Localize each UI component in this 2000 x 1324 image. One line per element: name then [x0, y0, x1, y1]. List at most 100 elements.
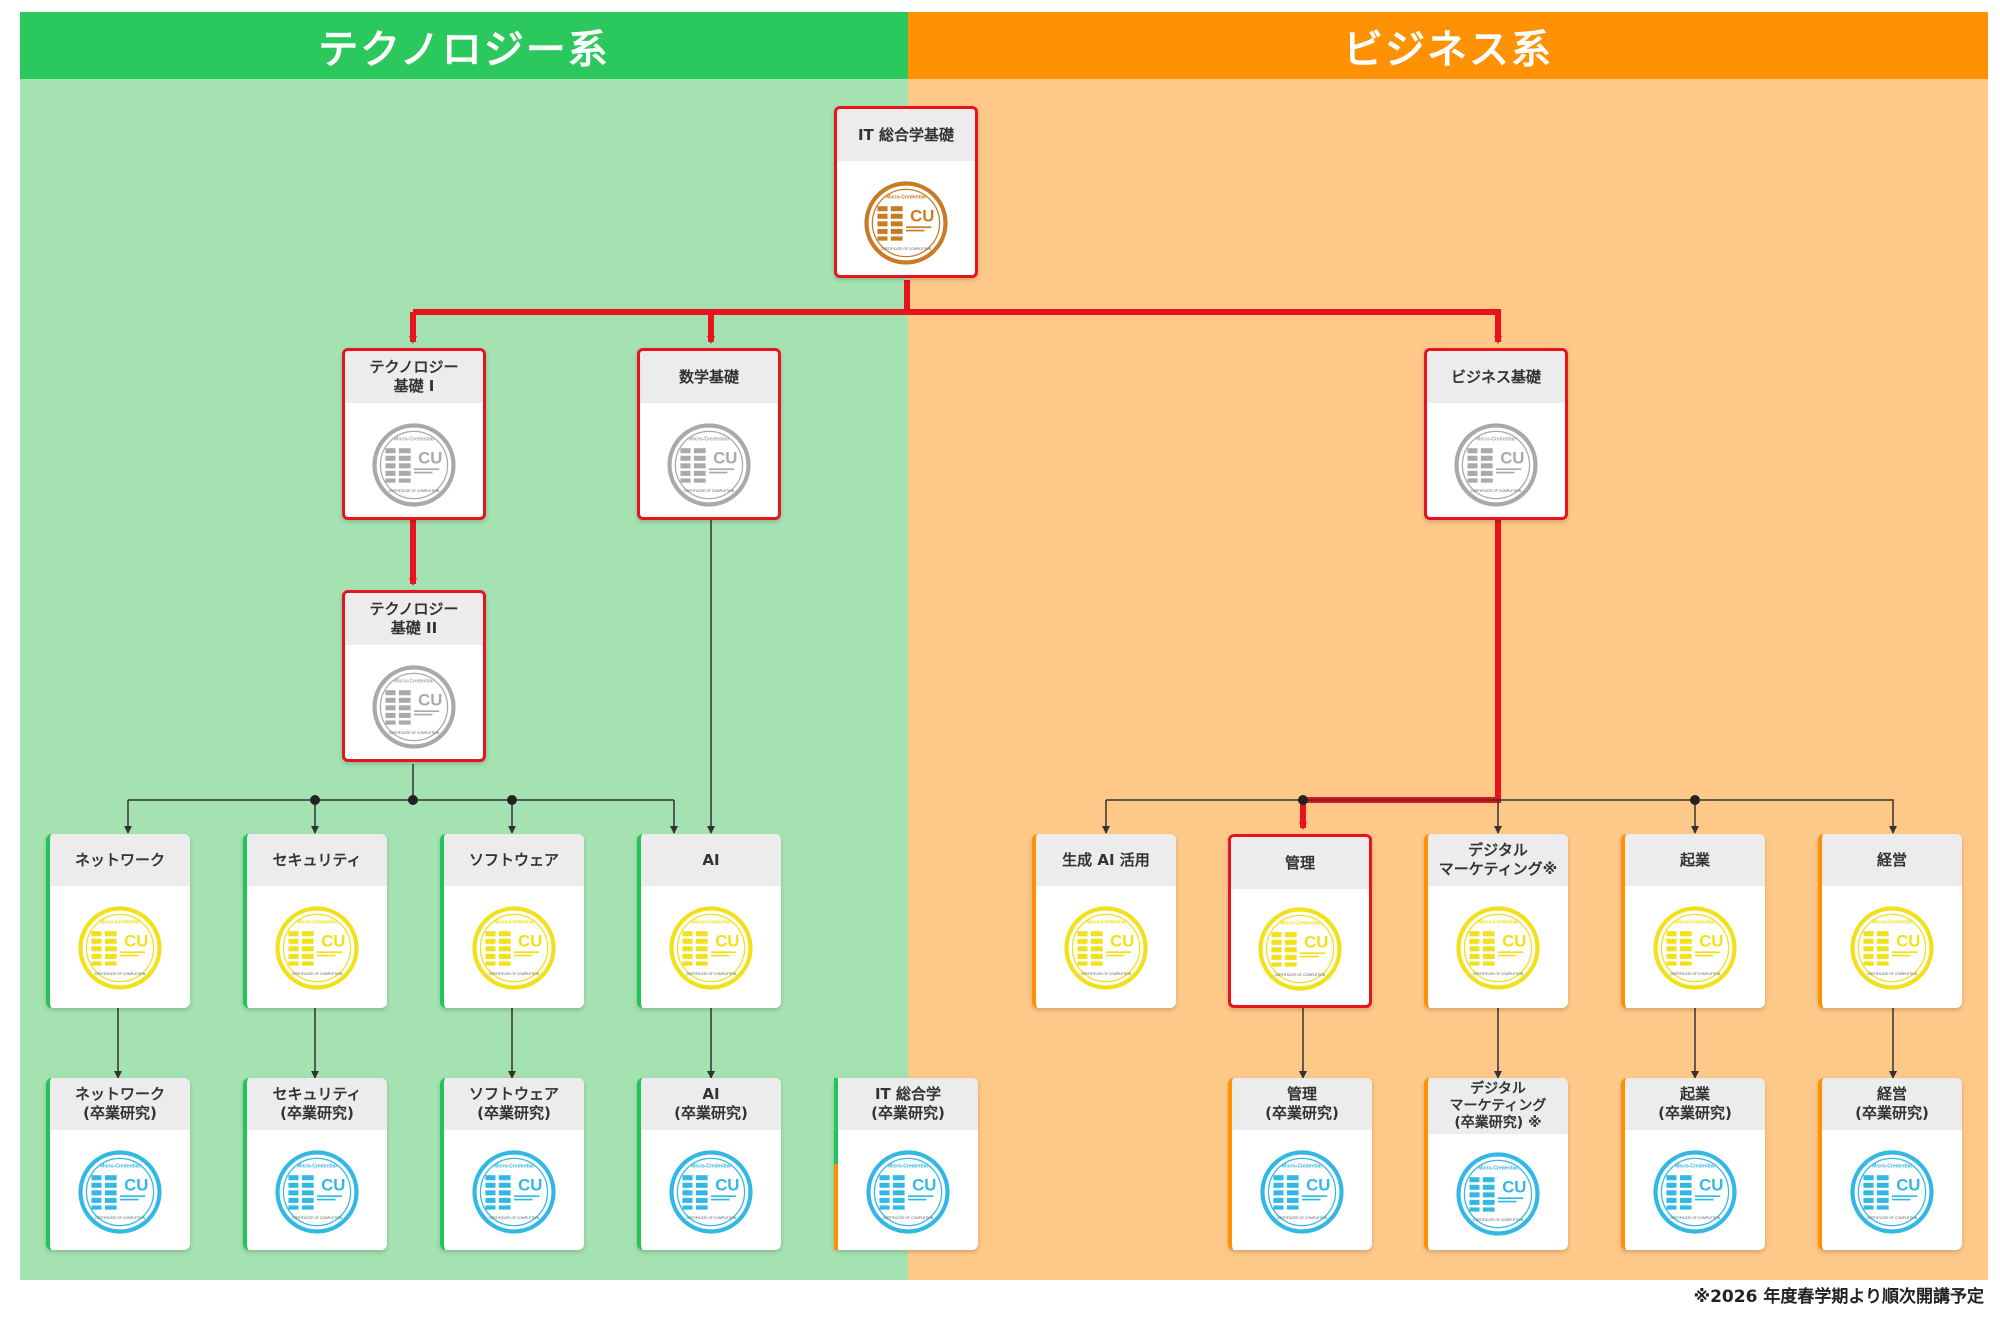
svg-text:CU: CU [1699, 1175, 1723, 1194]
course-title: テクノロジー 基礎 I [345, 351, 483, 403]
svg-text:CERTIFICATE OF COMPLETION: CERTIFICATE OF COMPLETION [1473, 972, 1524, 976]
svg-text:Micro-Credential: Micro-Credential [1872, 920, 1912, 926]
svg-text:Micro-Credential: Micro-Credential [1086, 920, 1126, 926]
course-title: 管理 (卒業研究) [1232, 1078, 1372, 1130]
course-card-business-admin-research[interactable]: 経営 (卒業研究) Micro-Credential CU CERTIFICAT… [1818, 1078, 1962, 1250]
svg-text:CU: CU [518, 1175, 542, 1194]
svg-text:CU: CU [1110, 931, 1134, 950]
svg-text:CERTIFICATE OF COMPLETION: CERTIFICATE OF COMPLETION [1081, 972, 1132, 976]
course-card-gen-ai[interactable]: 生成 AI 活用 Micro-Credential CU CERTIFICATE… [1032, 834, 1176, 1008]
course-card-software-research[interactable]: ソフトウェア (卒業研究) Micro-Credential CU CERTIF… [440, 1078, 584, 1250]
svg-text:CU: CU [321, 1175, 345, 1194]
business-basic-badge-icon: Micro-Credential CU CERTIFICATE OF COMPL… [1454, 423, 1538, 507]
course-card-network-research[interactable]: ネットワーク (卒業研究) Micro-Credential CU CERTIF… [46, 1078, 190, 1250]
svg-text:CU: CU [518, 931, 542, 950]
svg-text:CU: CU [418, 690, 442, 709]
svg-text:CU: CU [715, 1175, 739, 1194]
course-title: ビジネス基礎 [1427, 351, 1565, 403]
course-card-startup-research[interactable]: 起業 (卒業研究) Micro-Credential CU CERTIFICAT… [1621, 1078, 1765, 1250]
svg-text:CU: CU [418, 448, 442, 467]
course-title: ソフトウェア (卒業研究) [444, 1078, 584, 1130]
svg-text:CU: CU [321, 931, 345, 950]
svg-text:CERTIFICATE OF COMPLETION: CERTIFICATE OF COMPLETION [292, 972, 343, 976]
course-title: 生成 AI 活用 [1036, 834, 1176, 886]
svg-text:Micro-Credential: Micro-Credential [888, 1164, 928, 1170]
management-badge-icon: Micro-Credential CU CERTIFICATE OF COMPL… [1258, 907, 1342, 991]
course-title: IT 総合学基礎 [837, 109, 975, 161]
course-card-business-admin[interactable]: 経営 Micro-Credential CU CERTIFICATE OF CO… [1818, 834, 1962, 1008]
course-card-digital-marketing[interactable]: デジタル マーケティング※ Micro-Credential CU CERTIF… [1424, 834, 1568, 1008]
course-title: ソフトウェア [444, 834, 584, 886]
network-research-badge-icon: Micro-Credential CU CERTIFICATE OF COMPL… [78, 1150, 162, 1234]
technology-header: テクノロジー系 [20, 12, 908, 79]
network-badge-icon: Micro-Credential CU CERTIFICATE OF COMPL… [78, 906, 162, 990]
course-card-business-basic[interactable]: ビジネス基礎 Micro-Credential CU CERTIFICATE O… [1424, 348, 1568, 520]
course-card-security[interactable]: セキュリティ Micro-Credential CU CERTIFICATE O… [243, 834, 387, 1008]
svg-text:CERTIFICATE OF COMPLETION: CERTIFICATE OF COMPLETION [1670, 1216, 1721, 1220]
course-title: AI (卒業研究) [641, 1078, 781, 1130]
ai-badge-icon: Micro-Credential CU CERTIFICATE OF COMPL… [669, 906, 753, 990]
svg-text:CERTIFICATE OF COMPLETION: CERTIFICATE OF COMPLETION [1670, 972, 1721, 976]
svg-text:CU: CU [124, 931, 148, 950]
course-title: 経営 (卒業研究) [1822, 1078, 1962, 1130]
svg-text:CU: CU [1699, 931, 1723, 950]
business-admin-research-badge-icon: Micro-Credential CU CERTIFICATE OF COMPL… [1850, 1150, 1934, 1234]
course-title: セキュリティ [247, 834, 387, 886]
it-basic-badge-icon: Micro-Credential CU CERTIFICATE OF COMPL… [864, 181, 948, 265]
course-card-startup[interactable]: 起業 Micro-Credential CU CERTIFICATE OF CO… [1621, 834, 1765, 1008]
svg-text:CERTIFICATE OF COMPLETION: CERTIFICATE OF COMPLETION [1275, 973, 1326, 977]
course-title: 起業 (卒業研究) [1625, 1078, 1765, 1130]
security-badge-icon: Micro-Credential CU CERTIFICATE OF COMPL… [275, 906, 359, 990]
svg-text:CU: CU [1896, 1175, 1920, 1194]
svg-text:CU: CU [1896, 931, 1920, 950]
course-card-software[interactable]: ソフトウェア Micro-Credential CU CERTIFICATE O… [440, 834, 584, 1008]
svg-text:CU: CU [1502, 931, 1526, 950]
security-research-badge-icon: Micro-Credential CU CERTIFICATE OF COMPL… [275, 1150, 359, 1234]
digital-marketing-badge-icon: Micro-Credential CU CERTIFICATE OF COMPL… [1456, 906, 1540, 990]
svg-text:CERTIFICATE OF COMPLETION: CERTIFICATE OF COMPLETION [1867, 972, 1918, 976]
svg-text:CERTIFICATE OF COMPLETION: CERTIFICATE OF COMPLETION [1277, 1216, 1328, 1220]
svg-text:Micro-Credential: Micro-Credential [1872, 1164, 1912, 1170]
svg-text:CU: CU [715, 931, 739, 950]
digital-marketing-research-badge-icon: Micro-Credential CU CERTIFICATE OF COMPL… [1456, 1152, 1540, 1236]
course-card-security-research[interactable]: セキュリティ (卒業研究) Micro-Credential CU CERTIF… [243, 1078, 387, 1250]
startup-research-badge-icon: Micro-Credential CU CERTIFICATE OF COMPL… [1653, 1150, 1737, 1234]
svg-text:Micro-Credential: Micro-Credential [100, 1164, 140, 1170]
tech-basic-2-badge-icon: Micro-Credential CU CERTIFICATE OF COMPL… [372, 665, 456, 749]
svg-text:CERTIFICATE OF COMPLETION: CERTIFICATE OF COMPLETION [389, 731, 440, 735]
svg-text:CERTIFICATE OF COMPLETION: CERTIFICATE OF COMPLETION [489, 1216, 540, 1220]
course-title: セキュリティ (卒業研究) [247, 1078, 387, 1130]
course-card-management[interactable]: 管理 Micro-Credential CU CERTIFICATE OF CO… [1228, 834, 1372, 1008]
svg-text:CERTIFICATE OF COMPLETION: CERTIFICATE OF COMPLETION [883, 1216, 934, 1220]
footnote: ※2026 年度春学期より順次開講予定 [1693, 1287, 1984, 1307]
course-card-network[interactable]: ネットワーク Micro-Credential CU CERTIFICATE O… [46, 834, 190, 1008]
course-title: AI [641, 834, 781, 886]
svg-text:CU: CU [124, 1175, 148, 1194]
ai-research-badge-icon: Micro-Credential CU CERTIFICATE OF COMPL… [669, 1150, 753, 1234]
course-card-math-basic[interactable]: 数学基礎 Micro-Credential CU CERTIFICATE OF … [637, 348, 781, 520]
svg-text:CERTIFICATE OF COMPLETION: CERTIFICATE OF COMPLETION [489, 972, 540, 976]
course-card-it-research[interactable]: IT 総合学 (卒業研究) Micro-Credential CU CERTIF… [834, 1078, 978, 1250]
svg-text:Micro-Credential: Micro-Credential [1280, 921, 1320, 927]
svg-text:CU: CU [1304, 932, 1328, 951]
svg-text:Micro-Credential: Micro-Credential [886, 195, 926, 201]
svg-text:CU: CU [910, 206, 934, 225]
course-card-digital-marketing-research[interactable]: デジタル マーケティング (卒業研究) ※ Micro-Credential C… [1424, 1078, 1568, 1250]
course-card-ai-research[interactable]: AI (卒業研究) Micro-Credential CU CERTIFICAT… [637, 1078, 781, 1250]
course-card-tech-basic-1[interactable]: テクノロジー 基礎 I Micro-Credential CU CERTIFIC… [342, 348, 486, 520]
course-title: 起業 [1625, 834, 1765, 886]
course-card-ai[interactable]: AI Micro-Credential CU CERTIFICATE OF CO… [637, 834, 781, 1008]
course-title: デジタル マーケティング※ [1428, 834, 1568, 886]
software-research-badge-icon: Micro-Credential CU CERTIFICATE OF COMPL… [472, 1150, 556, 1234]
gen-ai-badge-icon: Micro-Credential CU CERTIFICATE OF COMPL… [1064, 906, 1148, 990]
it-research-badge-icon: Micro-Credential CU CERTIFICATE OF COMPL… [866, 1150, 950, 1234]
svg-text:Micro-Credential: Micro-Credential [1478, 920, 1518, 926]
course-title: デジタル マーケティング (卒業研究) ※ [1428, 1078, 1568, 1134]
course-title: テクノロジー 基礎 II [345, 593, 483, 645]
software-badge-icon: Micro-Credential CU CERTIFICATE OF COMPL… [472, 906, 556, 990]
course-card-it-basic[interactable]: IT 総合学基礎 Micro-Credential CU CERTIFICATE… [834, 106, 978, 278]
svg-text:CERTIFICATE OF COMPLETION: CERTIFICATE OF COMPLETION [292, 1216, 343, 1220]
course-card-management-research[interactable]: 管理 (卒業研究) Micro-Credential CU CERTIFICAT… [1228, 1078, 1372, 1250]
svg-text:CERTIFICATE OF COMPLETION: CERTIFICATE OF COMPLETION [686, 1216, 737, 1220]
course-card-tech-basic-2[interactable]: テクノロジー 基礎 II Micro-Credential CU CERTIFI… [342, 590, 486, 762]
